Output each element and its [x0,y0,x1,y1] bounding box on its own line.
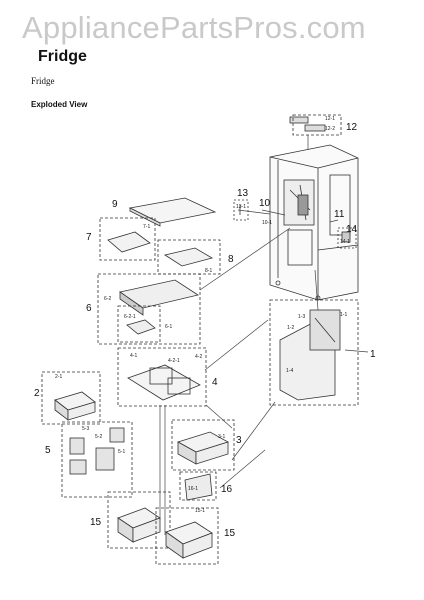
callout-10: 10 [259,198,271,209]
sublabel-2-1: 2-1 [55,374,62,380]
sublabel-1-4: 1-4 [286,368,293,374]
callout-16: 16 [221,484,233,495]
callout-4: 4 [212,377,218,388]
sublabel-1-1: 1-1 [340,312,347,318]
sublabel-6-2-1: 6-2-1 [124,314,136,320]
sublabel-5-2: 5-2 [95,434,102,440]
part-14-cover [337,227,357,249]
sublabel-7-1: 7-1 [143,224,150,230]
sublabel-5-3: 5-3 [82,426,89,432]
part-16-cover [184,473,213,501]
sublabel-15-1: 15-1 [195,508,205,514]
part-13-bracket [233,199,249,221]
sublabel-5-1: 5-1 [118,449,125,455]
part-9-shelf [128,197,217,224]
part-8-shelf [163,247,214,267]
sublabel-10-1: 10-1 [262,220,272,226]
sublabel-1-3: 1-3 [298,314,305,320]
sublabel-4-1: 4-1 [130,353,137,359]
part-12-hinge [289,114,342,136]
watermark: AppliancePartsPros.com [22,10,366,45]
callout-5: 5 [45,445,51,456]
callout-13: 13 [237,188,249,199]
section-label: Exploded View [31,100,88,109]
sublabel-16-1: 16-1 [188,486,198,492]
fridge-body [269,144,359,301]
callout-15b: 15 [224,528,236,539]
callout-15a: 15 [90,517,102,528]
sublabel-6-2: 6-2 [104,296,111,302]
sublabel-8-1: 8-1 [205,268,212,274]
callout-3: 3 [236,435,242,446]
sublabel-12-2: 12-2 [325,126,335,132]
sublabel-3-1: 3-1 [218,434,225,440]
sublabel-4-2-1: 4-2-1 [168,358,180,364]
callout-12: 12 [346,122,358,133]
callout-2: 2 [34,388,40,399]
sublabel-1-2: 1-2 [287,325,294,331]
part-4-frame [127,364,201,401]
callout-11: 11 [334,209,345,220]
sublabel-4-2: 4-2 [195,354,202,360]
callout-6: 6 [86,303,92,314]
callout-1: 1 [370,349,376,360]
callout-7: 7 [86,232,92,243]
callout-8: 8 [228,254,234,265]
part-7-shelf [107,231,151,253]
sublabel-6-1: 6-1 [165,324,172,330]
part-5-brackets [69,427,125,475]
callout-14: 14 [346,224,358,235]
callout-9: 9 [112,199,118,210]
sublabel-14-1: 14-1 [340,239,350,245]
page-title: Fridge [38,48,87,65]
page-subtitle: Fridge [31,76,55,86]
sublabel-13-1: 13-1 [236,204,246,210]
sublabel-12-1: 12-1 [325,116,335,122]
